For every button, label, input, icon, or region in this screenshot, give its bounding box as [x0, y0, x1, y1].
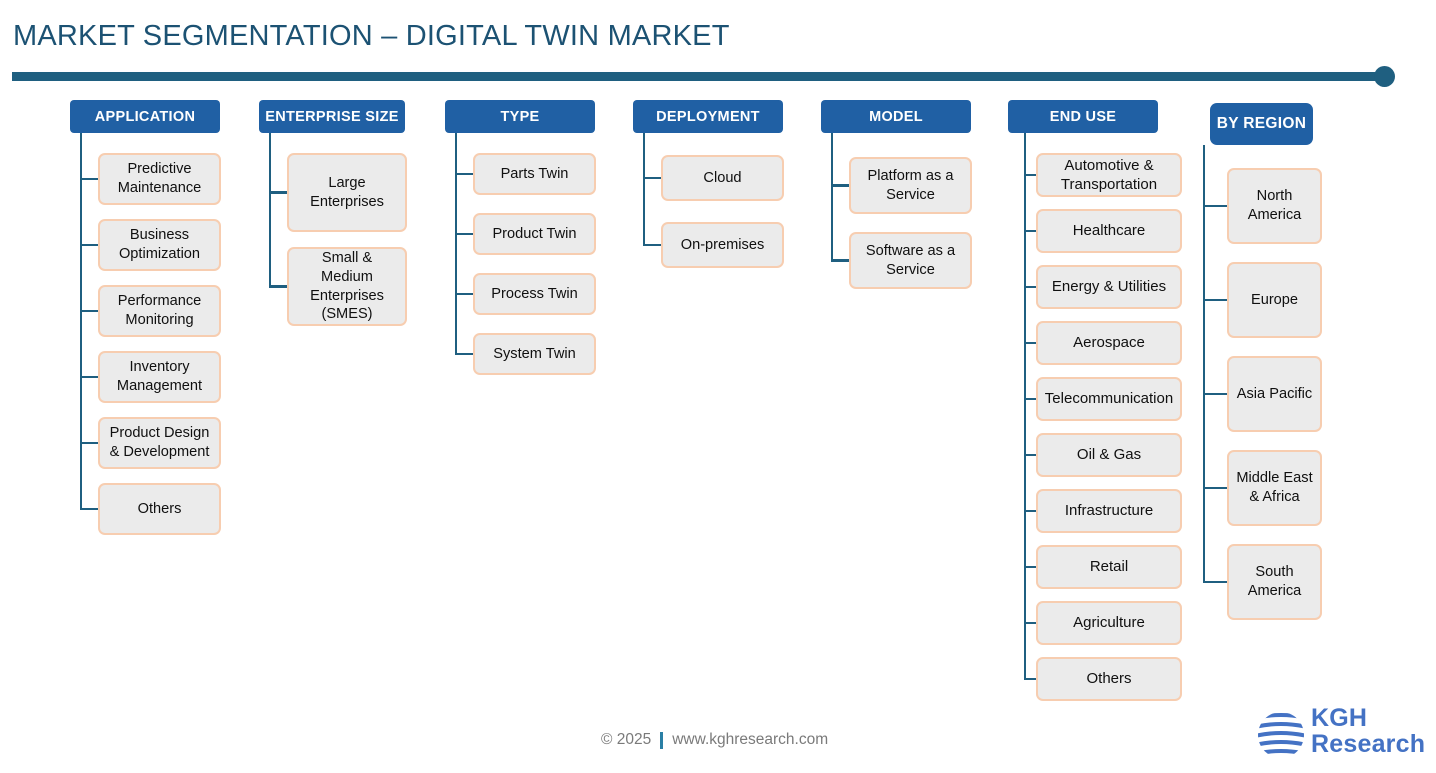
segment-node[interactable]: Others [1036, 657, 1182, 701]
column-header-model[interactable]: MODEL [821, 100, 971, 133]
footer: © 2025 www.kghresearch.com [601, 731, 828, 749]
segment-node[interactable]: Energy & Utilities [1036, 265, 1182, 309]
segment-node[interactable]: South America [1227, 544, 1322, 620]
segment-node[interactable]: Predictive Maintenance [98, 153, 221, 205]
connector-spine-end-use [1024, 133, 1027, 679]
title-rule-bar [12, 72, 1382, 81]
connector-stub [269, 191, 287, 194]
title-rule-dot [1374, 66, 1395, 87]
segment-node[interactable]: On-premises [661, 222, 784, 268]
connector-stub [1024, 397, 1036, 401]
segment-node[interactable]: Product Design & Development [98, 417, 221, 469]
segment-node[interactable]: Aerospace [1036, 321, 1182, 365]
segment-node[interactable]: Parts Twin [473, 153, 596, 195]
globe-icon [1258, 713, 1304, 757]
logo-wordmark: KGH Research [1311, 704, 1426, 758]
connector-spine-model [831, 133, 834, 261]
connector-spine-enterprise-size [269, 133, 272, 287]
connector-stub [1203, 580, 1227, 584]
segment-node[interactable]: Oil & Gas [1036, 433, 1182, 477]
connector-stub [1024, 621, 1036, 625]
connector-stub [1024, 341, 1036, 345]
connector-stub [269, 285, 287, 288]
logo-line-2: Research [1311, 729, 1426, 758]
title-underline [12, 66, 1395, 87]
segment-node[interactable]: Automotive & Transportation [1036, 153, 1182, 197]
column-header-by-region[interactable]: BY REGION [1210, 103, 1313, 145]
segment-node[interactable]: Infrastructure [1036, 489, 1182, 533]
connector-stub [455, 292, 473, 296]
connector-stub [1203, 204, 1227, 208]
website-link[interactable]: www.kghresearch.com [672, 731, 829, 748]
connector-stub [80, 375, 98, 379]
connector-stub [831, 184, 849, 187]
segment-node[interactable]: Performance Monitoring [98, 285, 221, 337]
column-header-deployment[interactable]: DEPLOYMENT [633, 100, 783, 133]
connector-stub [643, 243, 661, 247]
segment-node[interactable]: Telecommunication [1036, 377, 1182, 421]
connector-stub [80, 507, 98, 511]
segment-node[interactable]: Retail [1036, 545, 1182, 589]
connector-stub [80, 441, 98, 445]
connector-spine-deployment [643, 133, 646, 245]
connector-spine-application [80, 133, 83, 509]
connector-stub [1024, 453, 1036, 457]
segment-node[interactable]: Small & Medium Enterprises (SMES) [287, 247, 407, 326]
connector-stub [831, 259, 849, 262]
connector-spine-type [455, 133, 458, 354]
connector-stub [1024, 677, 1036, 681]
connector-stub [80, 243, 98, 247]
connector-stub [1024, 173, 1036, 177]
segment-node[interactable]: Healthcare [1036, 209, 1182, 253]
connector-stub [1024, 509, 1036, 513]
copyright-text: © 2025 [601, 731, 652, 748]
segment-node[interactable]: Product Twin [473, 213, 596, 255]
connector-stub [1024, 229, 1036, 233]
connector-stub [1024, 565, 1036, 569]
connector-stub [1203, 298, 1227, 302]
segment-node[interactable]: Inventory Management [98, 351, 221, 403]
column-header-type[interactable]: TYPE [445, 100, 595, 133]
segment-node[interactable]: North America [1227, 168, 1322, 244]
segment-node[interactable]: Europe [1227, 262, 1322, 338]
connector-stub [643, 176, 661, 180]
connector-stub [455, 172, 473, 176]
segment-node[interactable]: Asia Pacific [1227, 356, 1322, 432]
segment-node[interactable]: Process Twin [473, 273, 596, 315]
page-title: MARKET SEGMENTATION – DIGITAL TWIN MARKE… [13, 20, 730, 52]
segment-node[interactable]: Large Enterprises [287, 153, 407, 232]
segment-node[interactable]: Software as a Service [849, 232, 972, 289]
segment-node[interactable]: Others [98, 483, 221, 535]
connector-stub [1024, 285, 1036, 289]
column-header-application[interactable]: APPLICATION [70, 100, 220, 133]
footer-divider [660, 731, 664, 749]
segment-node[interactable]: Agriculture [1036, 601, 1182, 645]
logo-line-1: KGH [1311, 704, 1368, 732]
connector-stub [455, 232, 473, 236]
segment-node[interactable]: System Twin [473, 333, 596, 375]
connector-stub [455, 352, 473, 356]
connector-stub [1203, 486, 1227, 490]
segment-node[interactable]: Business Optimization [98, 219, 221, 271]
connector-spine-by-region [1203, 145, 1206, 582]
column-header-end-use[interactable]: END USE [1008, 100, 1158, 133]
kgh-research-logo: KGH Research [1255, 704, 1430, 765]
connector-stub [80, 177, 98, 181]
column-header-enterprise-size[interactable]: ENTERPRISE SIZE [259, 100, 405, 133]
connector-stub [1203, 392, 1227, 396]
segment-node[interactable]: Cloud [661, 155, 784, 201]
segment-node[interactable]: Platform as a Service [849, 157, 972, 214]
connector-stub [80, 309, 98, 313]
segment-node[interactable]: Middle East & Africa [1227, 450, 1322, 526]
